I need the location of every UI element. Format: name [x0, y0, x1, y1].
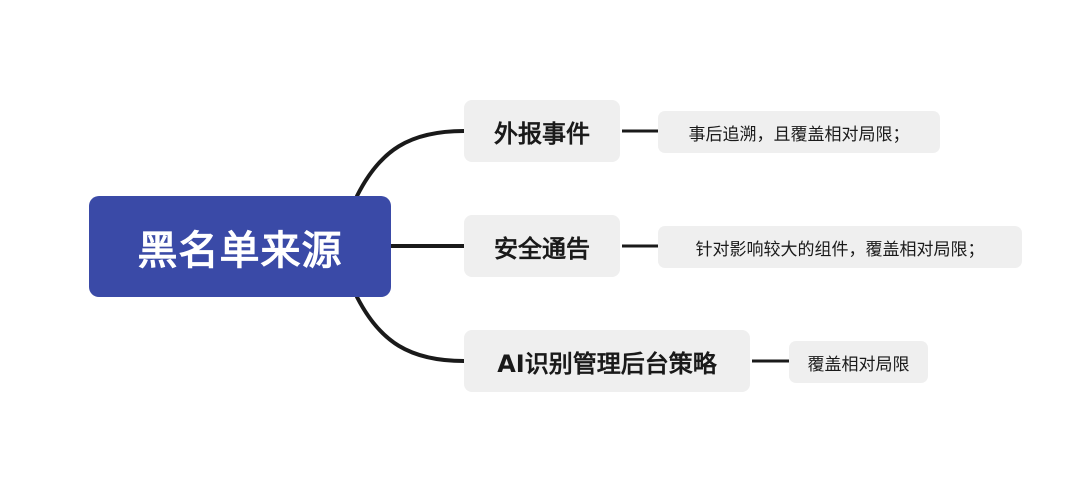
connector-root-to-branch-1 — [355, 129, 466, 198]
leaf-node-security-advisory-note[interactable]: 针对影响较大的组件，覆盖相对局限； — [658, 226, 1022, 268]
branch-node-ai-strategy[interactable]: AI识别管理后台策略 — [464, 330, 750, 392]
connector-root-to-branch-3 — [355, 295, 466, 363]
leaf-node-external-report-note[interactable]: 事后追溯，且覆盖相对局限； — [658, 111, 940, 153]
branch-node-external-report[interactable]: 外报事件 — [464, 100, 620, 162]
root-node[interactable]: 黑名单来源 — [89, 196, 391, 297]
branch-node-security-advisory[interactable]: 安全通告 — [464, 215, 620, 277]
leaf-node-ai-strategy-note[interactable]: 覆盖相对局限 — [789, 341, 928, 383]
